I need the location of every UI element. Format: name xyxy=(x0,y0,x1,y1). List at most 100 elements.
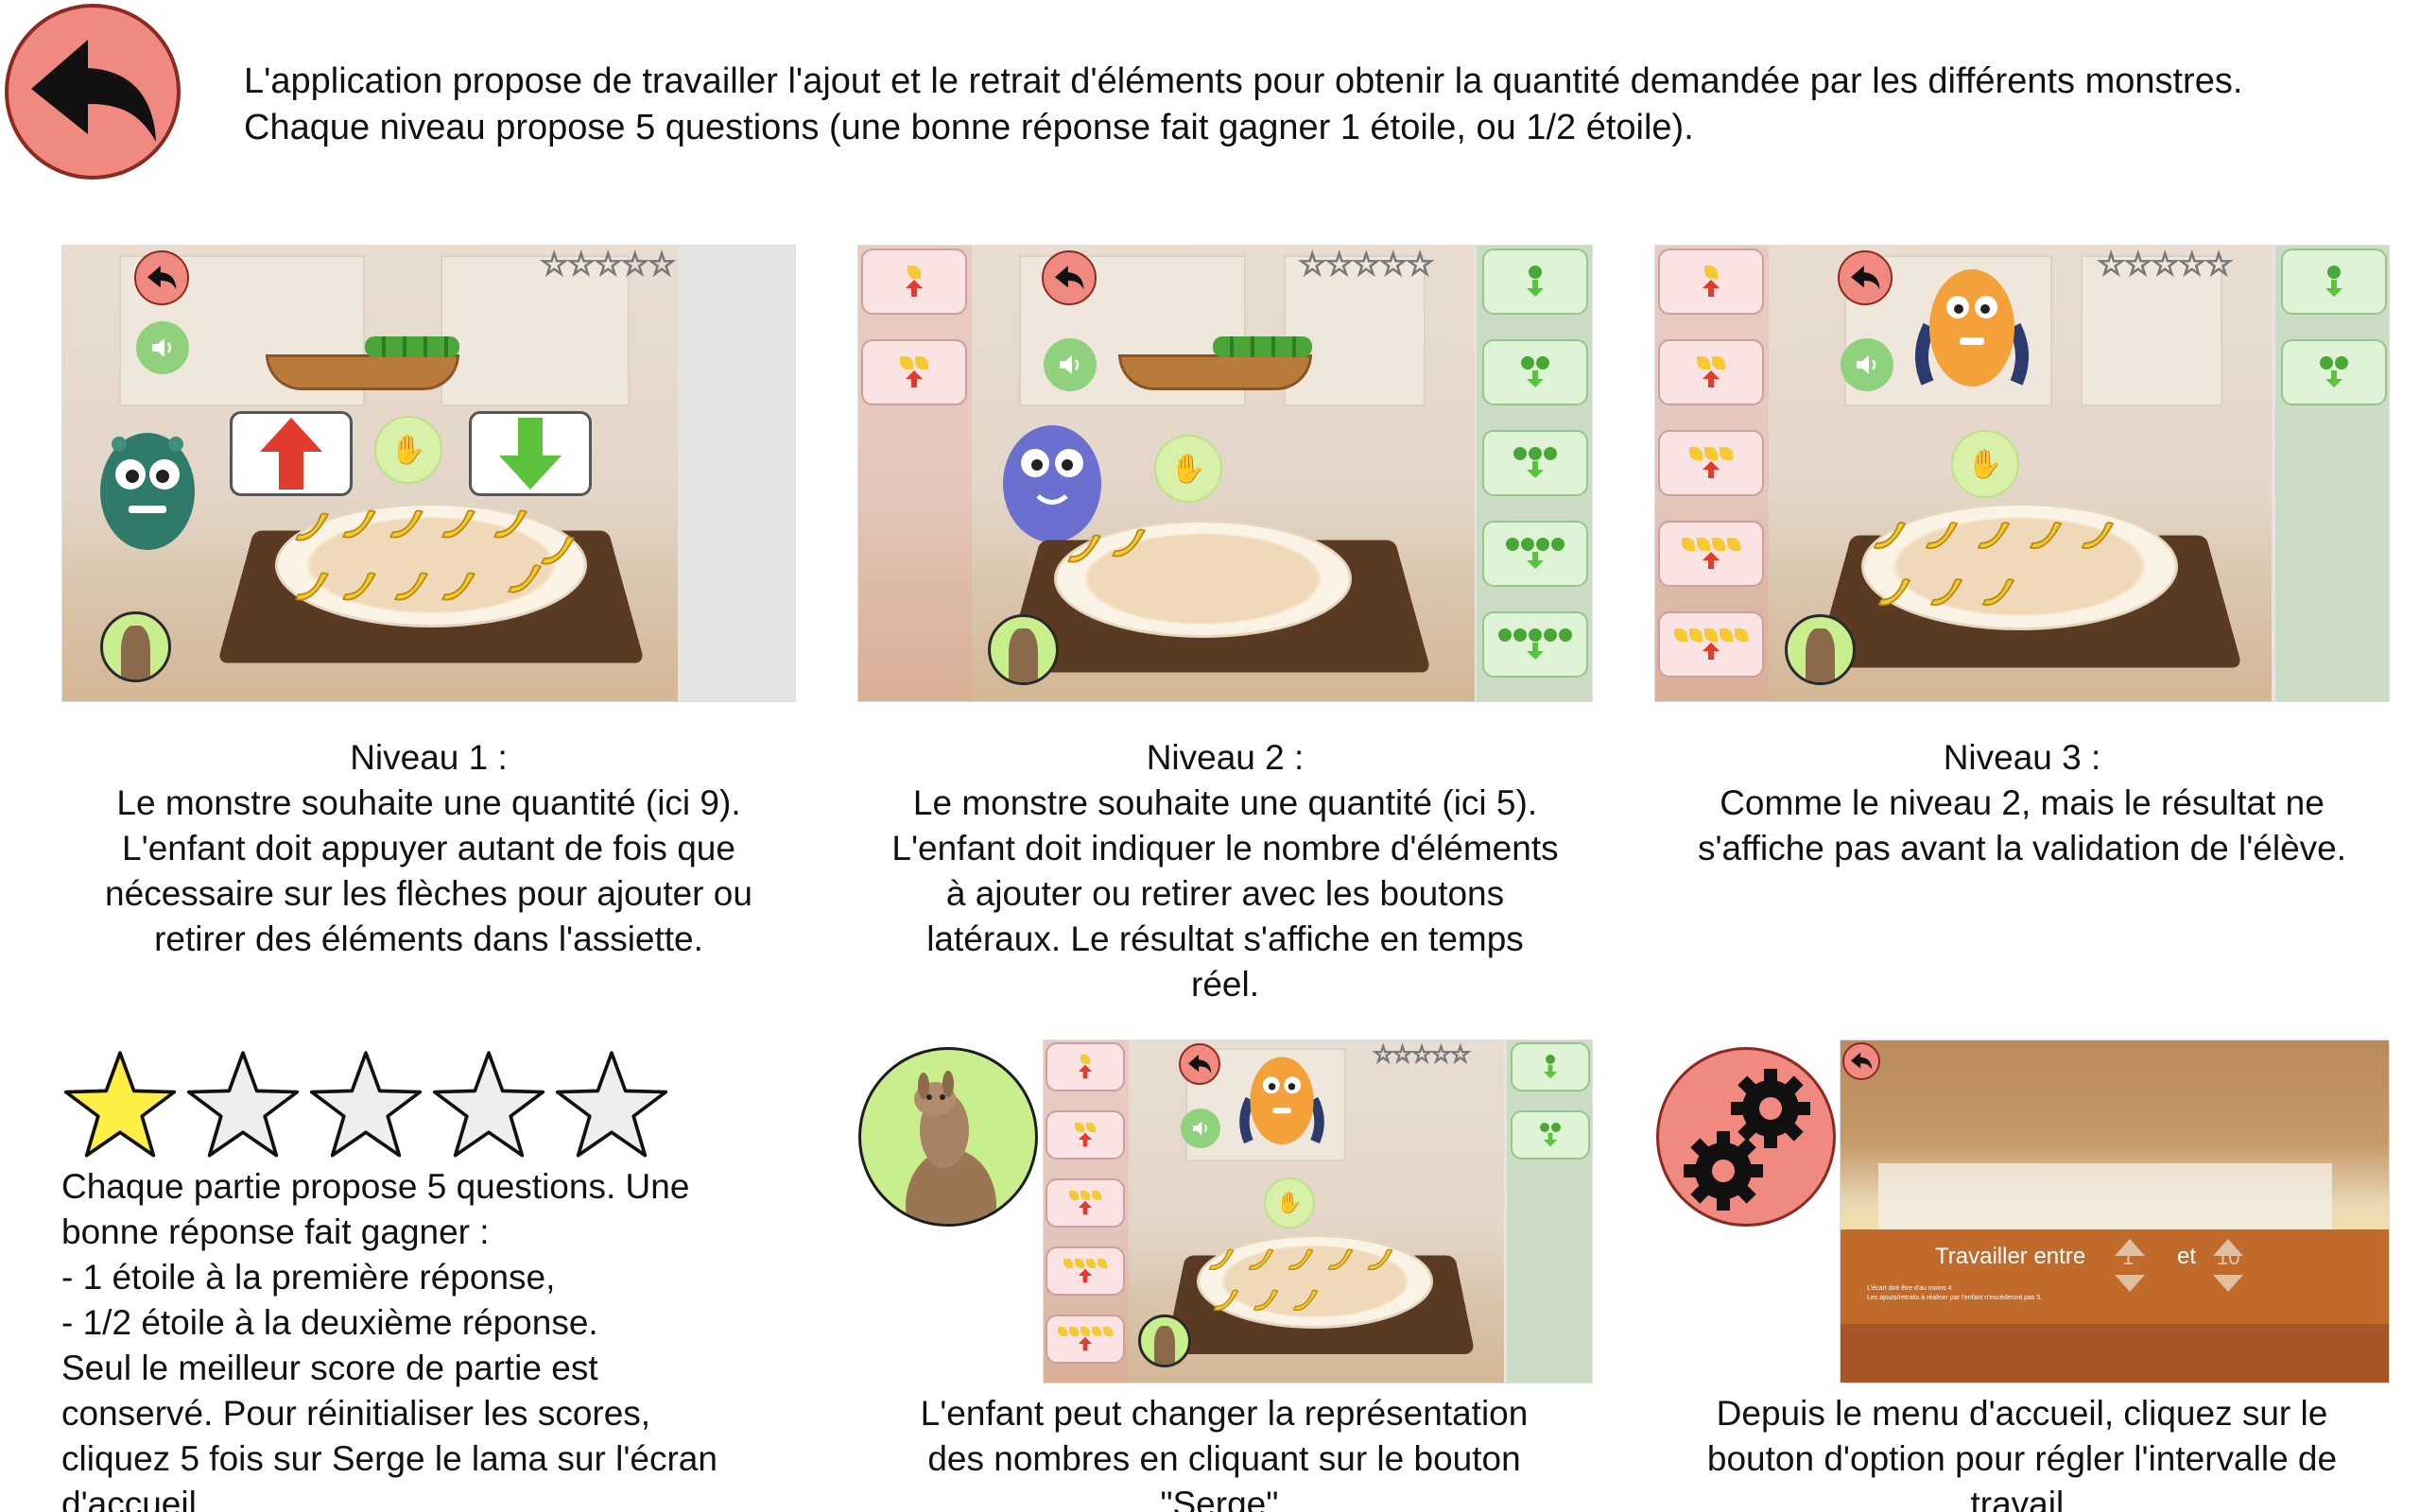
banana-group-icon xyxy=(1688,447,1734,460)
sound-button[interactable] xyxy=(1044,338,1097,391)
add-2-button[interactable] xyxy=(1658,339,1764,405)
level-2-screenshot: ☆☆☆☆☆ ✋ xyxy=(857,245,1593,702)
remove-1-button[interactable] xyxy=(1482,249,1588,315)
sound-button[interactable] xyxy=(1181,1108,1220,1148)
back-button[interactable] xyxy=(1179,1043,1220,1085)
score-stars: ☆☆☆☆☆ xyxy=(1372,1040,1472,1069)
banana-group-icon xyxy=(1063,1259,1108,1268)
arrow-up-icon xyxy=(1078,1064,1093,1079)
remove-1-button[interactable] xyxy=(1511,1042,1590,1091)
arrow-up-icon xyxy=(1078,1268,1093,1283)
remove-5-button[interactable] xyxy=(1482,611,1588,678)
banana-icon xyxy=(2081,522,2115,549)
add-3-button[interactable] xyxy=(1658,430,1764,496)
max-stepper[interactable] xyxy=(2211,1237,2245,1294)
banana-icon xyxy=(341,509,377,539)
min-stepper[interactable] xyxy=(2113,1237,2147,1294)
caption-line: bouton d'option pour régler l'intervalle… xyxy=(1706,1439,2338,1478)
level-3-caption: Niveau 3 : Comme le niveau 2, mais le ré… xyxy=(1645,735,2399,871)
arrow-up-icon xyxy=(1078,1132,1093,1147)
star-empty-icon xyxy=(186,1051,300,1158)
level-2-caption: Niveau 2 : Le monstre souhaite une quant… xyxy=(846,735,1604,1007)
add-1-button[interactable] xyxy=(1046,1042,1125,1091)
options-button[interactable] xyxy=(1656,1047,1836,1227)
arrow-up-icon xyxy=(260,418,322,490)
star-empty-icon xyxy=(432,1051,545,1158)
banana-icon xyxy=(1213,1289,1239,1312)
banana-icon xyxy=(540,536,576,565)
serge-mode-screenshot: ☆☆☆☆☆ ✋ xyxy=(1043,1040,1593,1383)
arrow-up-icon xyxy=(906,370,923,387)
caption-line: conservé. Pour réinitialiser les scores, xyxy=(61,1394,651,1433)
caption-line: Depuis le menu d'accueil, cliquez sur le xyxy=(1716,1394,2328,1433)
arrow-up-icon xyxy=(1703,280,1720,297)
back-arrow-icon xyxy=(31,40,156,142)
sound-button[interactable] xyxy=(1841,338,1893,391)
remove-2-button[interactable] xyxy=(2281,339,2387,405)
banana-icon xyxy=(441,509,476,539)
arrow-up-icon xyxy=(1703,370,1720,387)
arrow-up-icon xyxy=(1703,461,1720,478)
apple-group-icon xyxy=(1528,266,1543,279)
caption-line: L'enfant doit appuyer autant de fois que xyxy=(122,829,735,868)
remove-3-button[interactable] xyxy=(1482,430,1588,496)
add-4-button[interactable] xyxy=(1658,521,1764,587)
level-1-screenshot: ☆☆☆☆☆ ✋ xyxy=(61,245,796,702)
remove-1-button[interactable] xyxy=(2281,249,2387,315)
plate xyxy=(1197,1234,1433,1329)
score-stars: ☆☆☆☆☆ xyxy=(2096,246,2234,284)
hand-count-icon: ✋ xyxy=(1264,1177,1315,1228)
back-button[interactable] xyxy=(5,4,181,180)
serge-llama-button[interactable] xyxy=(858,1047,1038,1227)
hand-count-icon: ✋ xyxy=(374,416,442,484)
caption-line: L'enfant peut changer la représentation xyxy=(920,1394,1529,1433)
caption-line: Comme le niveau 2, mais le résultat ne xyxy=(1720,783,2325,822)
arrow-up-icon xyxy=(1703,552,1720,569)
remove-4-button[interactable] xyxy=(1482,521,1588,587)
add-5-button[interactable] xyxy=(1046,1314,1125,1364)
banana-icon xyxy=(441,572,476,601)
add-5-button[interactable] xyxy=(1658,611,1764,678)
add-2-button[interactable] xyxy=(1046,1110,1125,1160)
apple-group-icon xyxy=(1539,1123,1562,1132)
arrow-down-icon xyxy=(1543,1064,1558,1079)
serge-button[interactable] xyxy=(988,614,1059,685)
sound-button[interactable] xyxy=(136,321,189,374)
apple-group-icon xyxy=(1545,1055,1556,1064)
fruit-basket xyxy=(266,354,459,390)
add-2-button[interactable] xyxy=(861,339,967,405)
banana-icon xyxy=(1873,522,1907,549)
back-arrow-icon xyxy=(1055,266,1084,290)
add-4-button[interactable] xyxy=(1046,1246,1125,1296)
back-button[interactable] xyxy=(1042,250,1097,305)
remove-arrow-button[interactable] xyxy=(469,411,592,496)
star-empty-icon xyxy=(555,1051,668,1158)
arrow-down-icon xyxy=(2325,280,2342,297)
banana-group-icon xyxy=(1703,266,1719,279)
add-1-button[interactable] xyxy=(861,249,967,315)
caption-line: s'affiche pas avant la validation de l'é… xyxy=(1697,829,2347,868)
back-button[interactable] xyxy=(1842,1042,1880,1080)
options-panel xyxy=(1841,1229,2389,1324)
back-button[interactable] xyxy=(134,250,189,305)
hand-count-icon: ✋ xyxy=(1154,435,1222,503)
add-1-button[interactable] xyxy=(1658,249,1764,315)
add-3-button[interactable] xyxy=(1046,1178,1125,1228)
serge-button[interactable] xyxy=(100,611,171,682)
banana-icon xyxy=(1292,1289,1319,1312)
star-empty-icon xyxy=(309,1051,423,1158)
speaker-icon xyxy=(1192,1121,1207,1136)
banana-icon xyxy=(1288,1248,1314,1271)
serge-button[interactable] xyxy=(1785,614,1856,685)
banana-icon xyxy=(1208,1248,1235,1271)
arrow-down-icon xyxy=(2325,370,2342,387)
serge-button[interactable] xyxy=(1138,1314,1191,1367)
apples xyxy=(1213,336,1312,357)
banana-icon xyxy=(1327,1248,1354,1271)
add-arrow-button[interactable] xyxy=(230,411,353,496)
remove-2-button[interactable] xyxy=(1482,339,1588,405)
back-button[interactable] xyxy=(1838,250,1893,305)
caption-line: Seul le meilleur score de partie est xyxy=(61,1349,598,1387)
arrow-down-icon xyxy=(1527,643,1544,660)
remove-2-button[interactable] xyxy=(1511,1110,1590,1160)
